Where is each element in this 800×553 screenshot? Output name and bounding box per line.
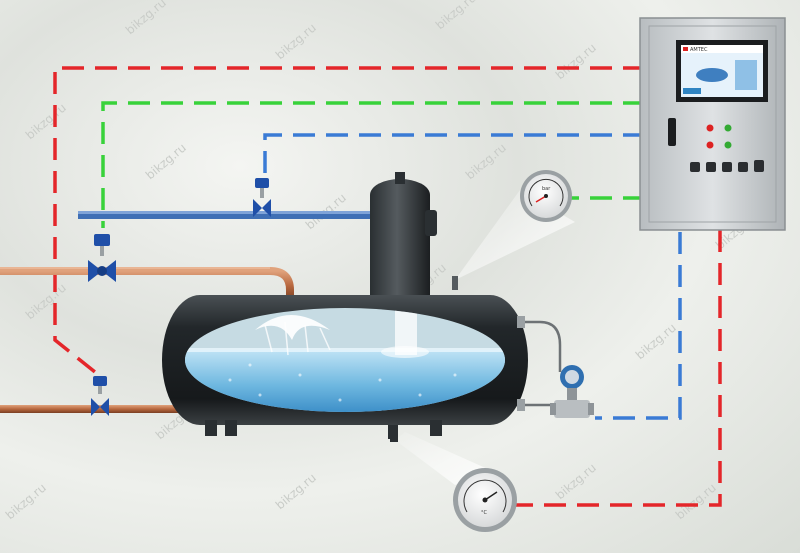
indicator-red	[706, 124, 714, 132]
control-valve-feed	[88, 234, 116, 282]
watermark: bikzg.ru	[3, 481, 49, 523]
watermark: bikzg.ru	[673, 481, 719, 523]
green-signal-line	[101, 101, 645, 228]
watermark: bikzg.ru	[273, 21, 319, 63]
indicator-red-2	[706, 141, 714, 149]
feed-pipe	[0, 267, 294, 300]
lower-nozzle	[517, 399, 525, 411]
watermark: bikzg.ru	[463, 141, 509, 183]
pressure-unit: bar	[542, 186, 551, 192]
watermark: bikzg.ru	[273, 471, 319, 513]
pressure-gauge: bar	[520, 170, 572, 222]
watermark: bikzg.ru	[143, 141, 189, 183]
upper-nozzle	[517, 316, 525, 328]
watermark: bikzg.ru	[633, 321, 679, 363]
touch-screen: AMTEC	[676, 40, 768, 102]
selector-switches	[690, 160, 764, 172]
watermark: bikzg.ru	[553, 41, 599, 83]
red-signal-line-thermo	[515, 230, 722, 507]
watermark: bikzg.ru	[433, 0, 479, 32]
watermark: bikzg.ru	[123, 0, 169, 37]
level-transmitter	[550, 365, 594, 418]
thermo-well	[390, 428, 398, 442]
screen-brand: AMTEC	[690, 47, 708, 53]
watermark: bikzg.ru	[23, 281, 69, 323]
control-valve-heating	[91, 376, 109, 416]
watermark: bikzg.ru	[23, 101, 69, 143]
deaerator-tank	[162, 295, 528, 439]
control-cabinet: AMTEC	[639, 17, 786, 231]
red-signal-line	[53, 66, 645, 374]
watermark: bikzg.ru	[553, 461, 599, 503]
spray-nozzle	[255, 315, 331, 356]
impulse-lines	[522, 320, 562, 407]
indicator-green-2	[724, 141, 732, 149]
thermometer-unit: °C	[481, 510, 488, 516]
main-switch	[668, 118, 676, 146]
steam-pipe	[78, 211, 378, 219]
deaerator-column	[370, 172, 437, 310]
thermo-beam	[395, 432, 490, 485]
signal-lines	[53, 66, 722, 507]
thermometer: °C	[453, 468, 517, 532]
indicator-green	[724, 124, 732, 132]
gauge-tap	[452, 276, 458, 290]
blue-signal-line-level	[595, 232, 682, 420]
control-valve-steam	[253, 178, 271, 217]
blue-signal-line	[263, 133, 645, 185]
